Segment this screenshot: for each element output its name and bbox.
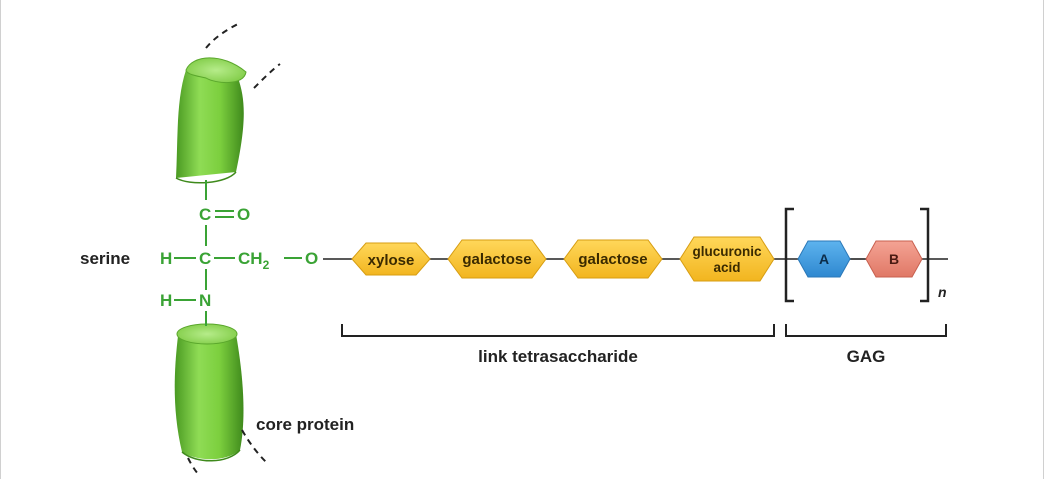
gag-bracket <box>785 324 947 337</box>
sugar-glucuronic-acid: glucuronic acid <box>679 236 775 282</box>
glucuronic-label-line2: acid <box>713 260 740 275</box>
sugar-xylose: xylose <box>351 242 431 276</box>
carbonyl-carbon: C <box>199 205 211 224</box>
alpha-carbon: C <box>199 249 211 268</box>
carbonyl-oxygen: O <box>237 205 250 224</box>
gag-unit-b: B <box>865 240 923 278</box>
core-protein-upper-segment <box>175 23 281 184</box>
alpha-hydrogen: H <box>160 249 172 268</box>
amine-nitrogen: N <box>199 291 211 310</box>
repeat-bracket <box>784 207 930 303</box>
gag-unit-a: A <box>797 240 851 278</box>
repeat-count-n: n <box>938 284 947 300</box>
serine-label: serine <box>80 249 130 268</box>
methylene-group: CH2 <box>238 249 270 272</box>
core-protein-lower-segment <box>174 323 267 477</box>
gag-label: GAG <box>847 347 886 366</box>
galactose-1-label: galactose <box>462 251 531 268</box>
link-tetrasaccharide-label: link tetrasaccharide <box>478 347 638 366</box>
glucuronic-label-line1: glucuronic <box>692 244 761 259</box>
xylose-label: xylose <box>368 252 415 269</box>
unit-a-label: A <box>819 251 829 267</box>
core-protein-label: core protein <box>256 415 354 434</box>
galactose-2-label: galactose <box>578 251 647 268</box>
unit-b-label: B <box>889 251 899 267</box>
link-tetrasaccharide-bracket <box>341 324 775 337</box>
amine-hydrogen: H <box>160 291 172 310</box>
sugar-galactose-1: galactose <box>447 239 547 279</box>
ether-oxygen: O <box>305 249 318 268</box>
sugar-galactose-2: galactose <box>563 239 663 279</box>
serine-structure: C O H C CH2 O H N <box>160 180 318 326</box>
